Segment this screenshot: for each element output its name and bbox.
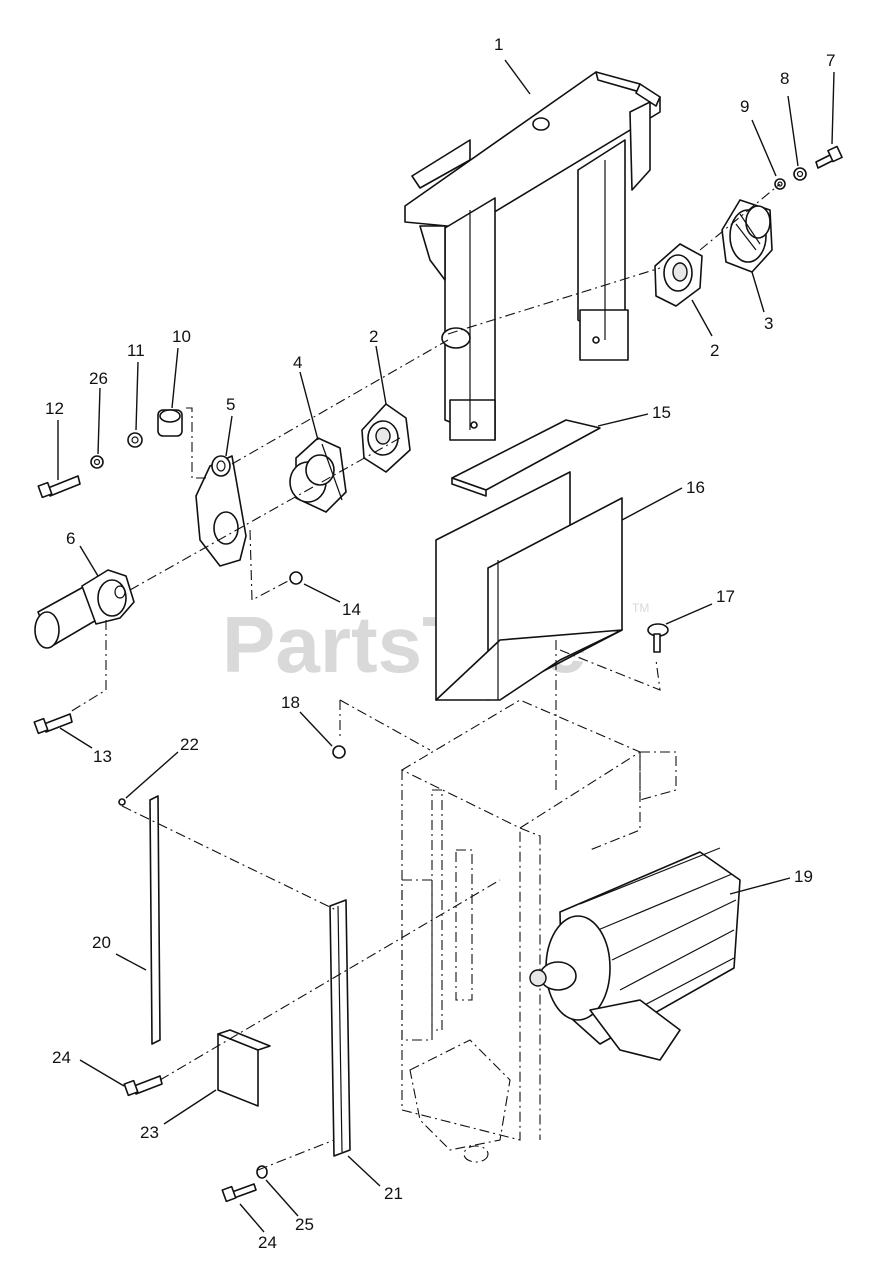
part-4-bearing-housing (289, 437, 347, 513)
part-2-left-bearing-flange (361, 403, 411, 473)
callout-26: 26 (89, 369, 108, 388)
part-12-bolt (37, 475, 81, 499)
part-26-lock-washer (90, 455, 104, 469)
part-17-carriage-bolt (647, 623, 669, 653)
part-18-clip (332, 745, 346, 759)
part-25-washer (256, 1165, 268, 1179)
callout-22: 22 (180, 735, 199, 754)
part-7-bolt (815, 145, 843, 169)
part-22-pin (118, 798, 126, 806)
callout-15: 15 (652, 403, 671, 422)
callout-9: 9 (740, 97, 749, 116)
callout-18: 18 (281, 693, 300, 712)
callout-7: 7 (826, 51, 835, 70)
callout-12: 12 (45, 399, 64, 418)
callout-3: 3 (764, 314, 773, 333)
callout-5: 5 (226, 395, 235, 414)
part-10-spacer (157, 409, 183, 437)
part-16-chute (435, 471, 623, 701)
callout-10: 10 (172, 327, 191, 346)
callout-25: 25 (295, 1215, 314, 1234)
watermark-trademark: TM (632, 601, 649, 615)
callout-2-left: 2 (369, 327, 378, 346)
callout-1: 1 (494, 35, 503, 54)
callout-16: 16 (686, 478, 705, 497)
part-11-washer (127, 432, 143, 448)
part-2-right-bearing-flange (654, 243, 703, 307)
callout-11: 11 (127, 341, 145, 360)
part-24-bolt-upper (123, 1075, 163, 1097)
part-3-right-bearing-housing (721, 199, 773, 273)
part-23-bracket (217, 1029, 271, 1107)
leader-lines (57, 59, 835, 1233)
part-8-washer (793, 167, 807, 181)
part-19-auger-drum (529, 847, 741, 1061)
callout-17: 17 (716, 587, 735, 606)
callout-20: 20 (92, 933, 111, 952)
callout-23: 23 (140, 1123, 159, 1142)
callout-24-upper: 24 (52, 1048, 71, 1067)
part-14-nut (289, 571, 303, 585)
assembly-centerlines (69, 183, 781, 1171)
part-1-upper-frame (404, 71, 661, 441)
callout-labels: 1 2 2 3 4 5 6 7 8 9 10 11 12 13 14 15 16… (45, 35, 835, 1252)
callout-13: 13 (93, 747, 112, 766)
part-15-plate (451, 419, 601, 497)
callout-6: 6 (66, 529, 75, 548)
callout-2-right: 2 (710, 341, 719, 360)
part-21-strip (329, 899, 351, 1157)
part-20-strip (149, 795, 161, 1045)
callout-14: 14 (342, 600, 361, 619)
part-24-bolt-lower (221, 1183, 257, 1203)
callout-24-lower: 24 (258, 1233, 277, 1252)
callout-21: 21 (384, 1184, 403, 1203)
callout-19: 19 (794, 867, 813, 886)
callout-4: 4 (293, 353, 302, 372)
part-13-bolt (33, 713, 73, 735)
part-5-arm-bracket (195, 455, 247, 567)
part-6-motor (34, 569, 135, 649)
main-housing (400, 699, 677, 1163)
callout-8: 8 (780, 69, 789, 88)
